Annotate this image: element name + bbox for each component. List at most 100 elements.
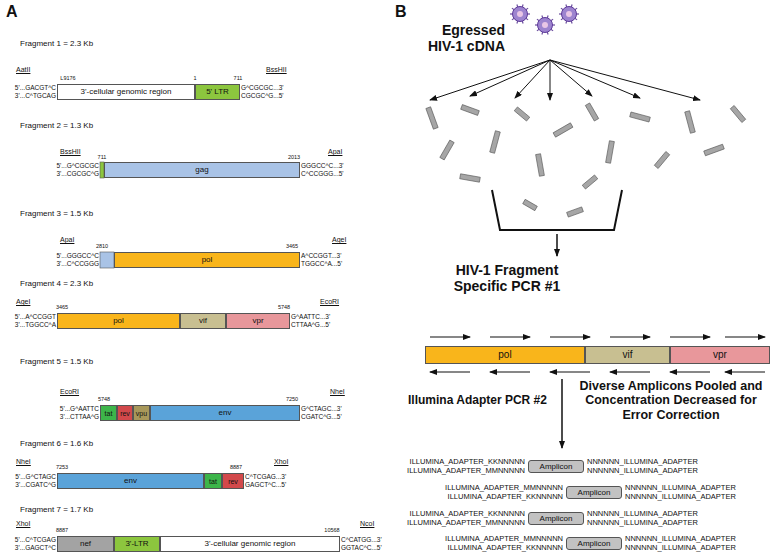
site-sequence: G^CTAGC...3' [301, 406, 342, 413]
enzyme-name: ApaI [328, 148, 342, 155]
site-sequence: GAGCT^C...5' [245, 482, 286, 489]
reverse-primer [490, 371, 530, 372]
node-text: 3'-cellular genomic region [81, 88, 172, 96]
cdna-fragment [514, 107, 529, 121]
virus-core [542, 22, 548, 28]
adapter-sequence: ILLUMINA_ADAPTER_MMNNNNN [407, 467, 525, 475]
adapter-sequence: NNNNNN_ILLUMINA_ADAPTER [587, 510, 698, 518]
enzyme-name: AgeI [16, 298, 30, 305]
cdna-fragment [536, 154, 545, 177]
gene-box: rev [222, 473, 244, 489]
site-sequence: C^TCGAG...3' [245, 474, 286, 481]
site-sequence: 3'...CGCGC^G [56, 171, 99, 178]
genome-position: 2013 [288, 155, 300, 161]
genome-position: 5748 [278, 305, 290, 311]
site-sequence: 5'...GACGT^C [15, 85, 56, 92]
gene-box: 3'-LTR [114, 536, 160, 552]
enzyme-name: XhoI [16, 520, 30, 527]
site-sequence: GGTAC^C...5' [341, 545, 382, 552]
genome-position: 5748 [98, 397, 110, 403]
adapter-sequence: ILLUMINA_ADAPTER_KKNNNNN [448, 544, 563, 552]
amplicon-box: Amplicon [528, 512, 584, 525]
gene-box: vpu [133, 405, 150, 421]
site-sequence: 5'...G^CGCGC [56, 163, 99, 170]
enzyme-name: ApaI [60, 236, 74, 243]
cdna-fragment [685, 111, 696, 134]
site-sequence: CGATC^G...5' [301, 414, 342, 421]
release-arrow [430, 60, 550, 100]
genome-position: 711 [98, 155, 107, 161]
node-text: Amplicon [578, 540, 611, 548]
site-sequence: 3'...CTTAA^G [60, 414, 99, 421]
genome-position: 3465 [286, 244, 298, 250]
step-heading: Illumina Adapter PCR #2 [408, 394, 547, 407]
gene-box: pol [114, 252, 300, 268]
genome-position: 711 [234, 76, 243, 82]
cdna-fragment [704, 144, 725, 156]
forward-primer [550, 336, 590, 337]
genome-position: 7253 [56, 465, 68, 471]
amplicon-box: Amplicon [566, 537, 622, 550]
enzyme-name: AatII [16, 66, 30, 73]
adapter-sequence: ILLUMINA_ADAPTER_MMNNNNN [445, 535, 563, 543]
site-sequence: 5'...A^CCGGT [15, 314, 56, 321]
cdna-fragment [582, 175, 597, 189]
node-text: Amplicon [540, 515, 573, 523]
node-text: vpr [252, 317, 263, 325]
node-text: 3'-cellular genomic region [205, 540, 296, 548]
step-heading: Egressed HIV-1 cDNA [413, 22, 505, 54]
enzyme-name: AgeI [332, 236, 346, 243]
site-sequence: 5'...G^CTAGC [15, 474, 56, 481]
node-text: vpu [136, 410, 147, 417]
enzyme-name: BssHII [266, 66, 287, 73]
adapter-sequence: NNNNNN_ILLUMINA_ADAPTER [625, 535, 736, 543]
gene-box: pol [57, 313, 180, 329]
site-sequence: A^CCGGT...3' [301, 253, 341, 260]
gene-box: env [57, 473, 204, 489]
reverse-primer [610, 371, 650, 372]
panel-letter: B [395, 4, 407, 21]
node-text: tat [105, 410, 113, 417]
genome-position: 3465 [56, 305, 68, 311]
reverse-primer [725, 371, 765, 372]
reverse-primer [670, 371, 710, 372]
adapter-sequence: ILLUMINA_ADAPTER_KKNNNNN [448, 493, 563, 501]
node-text: pol [202, 256, 213, 264]
enzyme-name: BssHII [60, 148, 81, 155]
cdna-fragment [654, 151, 669, 168]
node-text: gag [195, 166, 208, 174]
panel-letter: A [6, 4, 18, 21]
node-text: nef [80, 540, 91, 548]
site-sequence: G^CGCGC...3' [241, 85, 284, 92]
node-text: pol [498, 350, 511, 360]
gene-box: 3'-cellular genomic region [57, 84, 195, 100]
amplicon-box: Amplicon [528, 460, 584, 473]
site-sequence: 3'...TGGCC^A [15, 322, 56, 329]
cdna-fragment [730, 105, 745, 122]
gene-box: 3'-cellular genomic region [160, 536, 340, 552]
node-text: 5' LTR [206, 88, 229, 96]
forward-primer [670, 336, 710, 337]
forward-primer [725, 336, 765, 337]
genome-position: 2810 [96, 244, 108, 250]
gene-box: vif [585, 346, 670, 364]
genome-position: 1 [193, 76, 196, 82]
node-text: Amplicon [540, 463, 573, 471]
adapter-sequence: NNNNNN_ILLUMINA_ADAPTER [587, 458, 698, 466]
fragment-title: Fragment 3 = 1.5 Kb [20, 210, 93, 218]
cdna-fragment [523, 199, 538, 210]
release-arrow [550, 60, 700, 100]
release-arrow [515, 60, 550, 98]
forward-primer [610, 336, 650, 337]
fragment-title: Fragment 2 = 1.3 Kb [20, 122, 93, 130]
site-sequence: 3'...CGATC^G [15, 482, 56, 489]
site-sequence: 5'...GGGCC^C [56, 253, 99, 260]
site-sequence: C^CCGGG...5' [301, 171, 344, 178]
virus-icon [559, 4, 579, 23]
adapter-sequence: NNNNNN_ILLUMINA_ADAPTER [587, 519, 698, 527]
forward-primer [490, 336, 530, 337]
node-text: env [219, 409, 232, 417]
enzyme-name: NheI [16, 458, 31, 465]
adapter-sequence: NNNNNN_ILLUMINA_ADAPTER [625, 544, 736, 552]
release-arrow [470, 60, 550, 96]
